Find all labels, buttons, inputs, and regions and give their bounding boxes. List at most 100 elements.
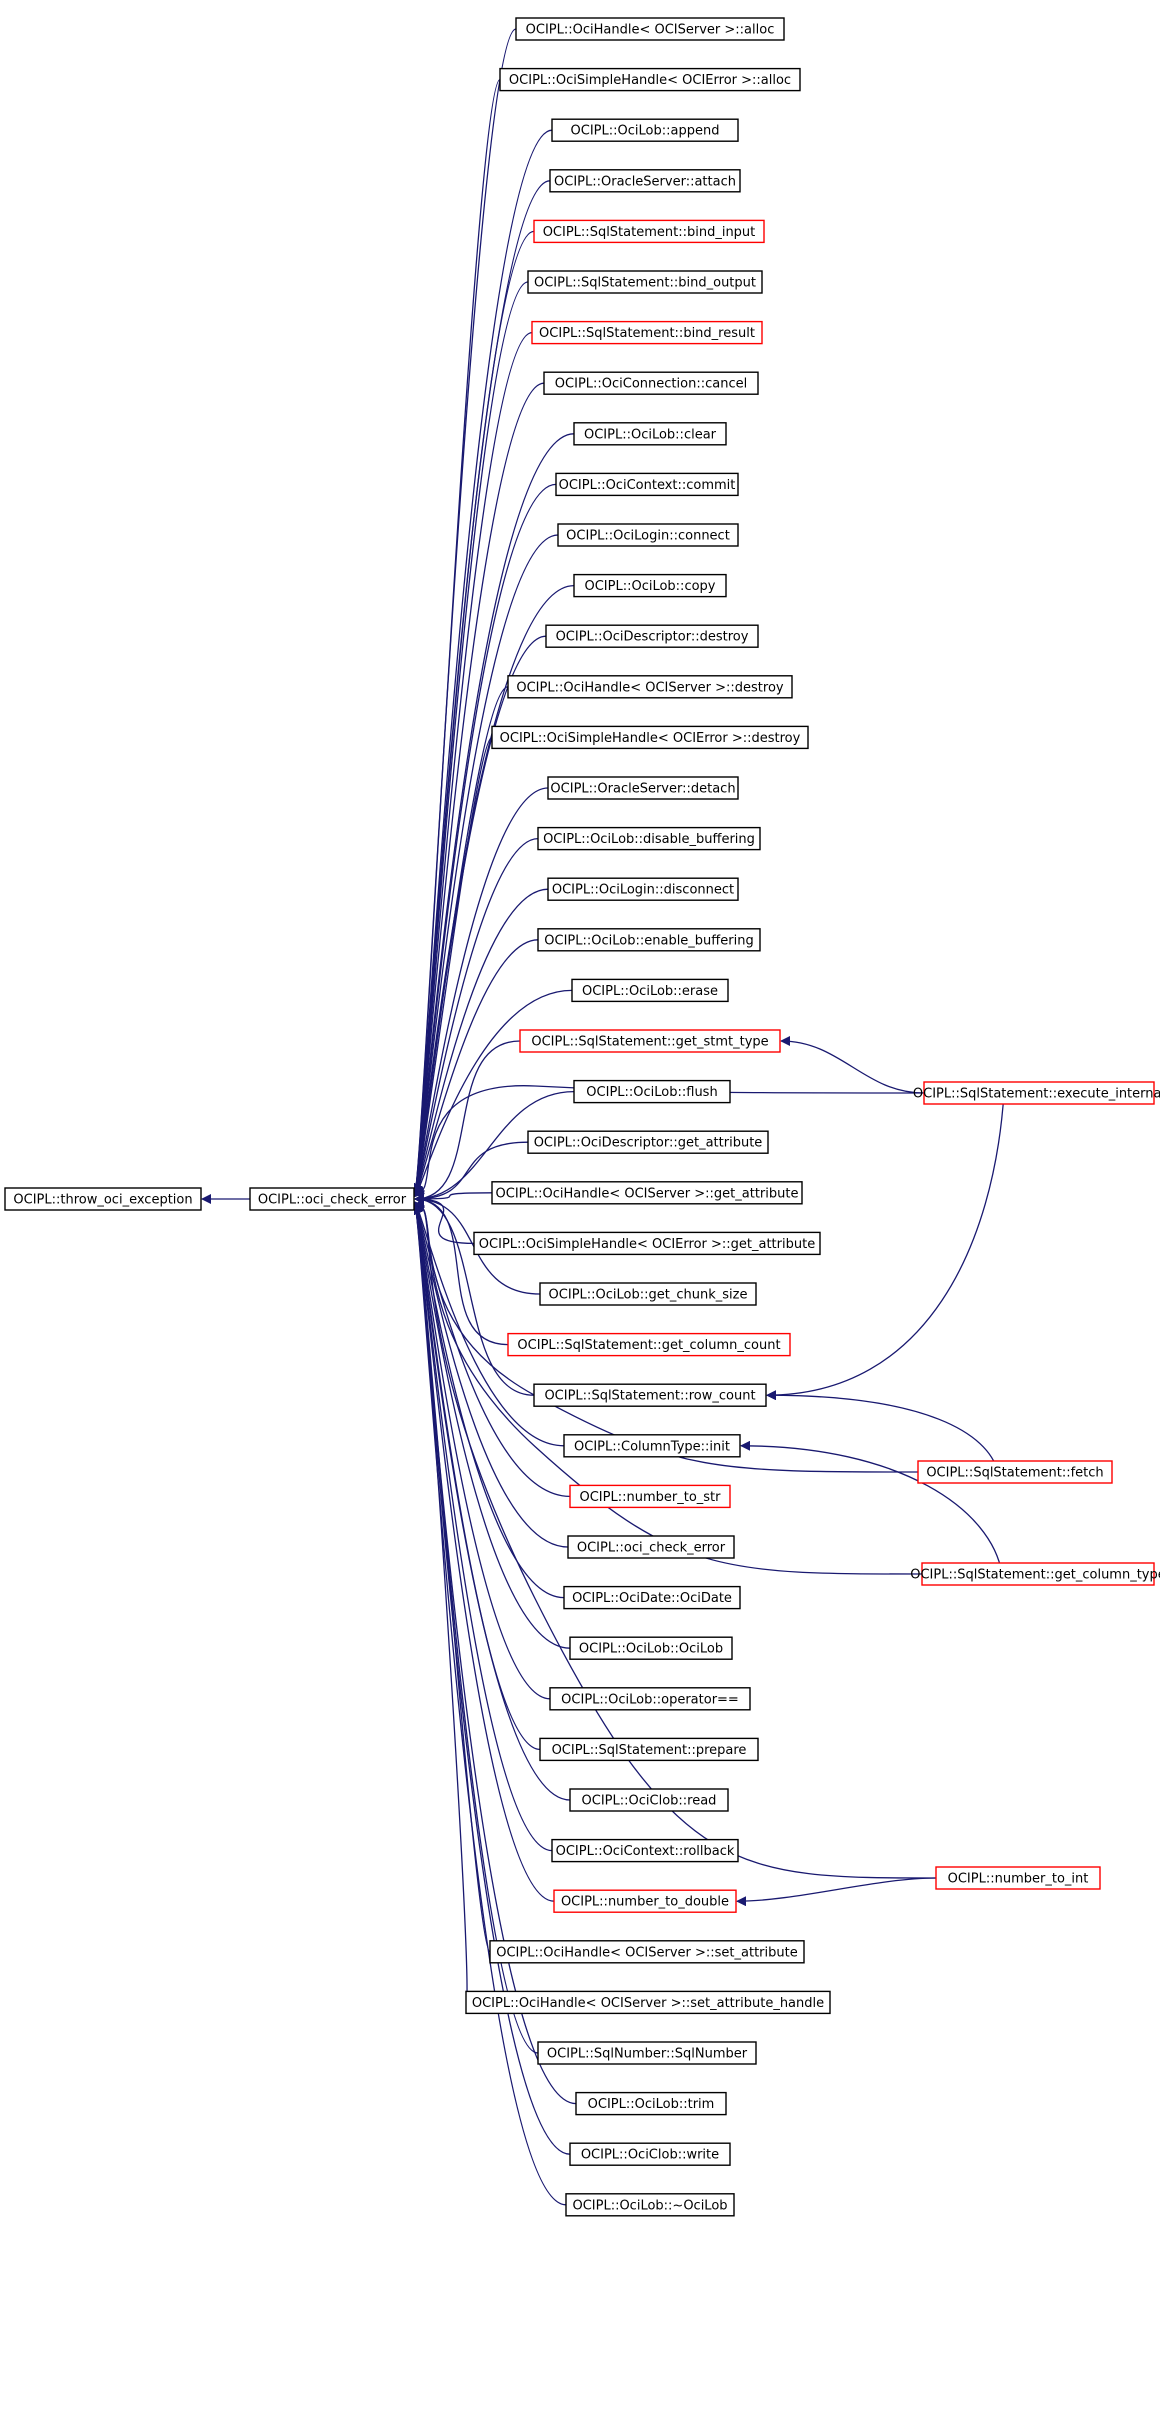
node-box-n18[interactable] <box>537 928 761 952</box>
node-box-root[interactable] <box>4 1187 202 1211</box>
node-n04[interactable]: OCIPL::SqlStatement::bind_input <box>533 219 765 244</box>
node-r_nti[interactable]: OCIPL::number_to_int <box>935 1866 1101 1890</box>
node-n29[interactable]: OCIPL::number_to_str <box>569 1484 731 1509</box>
node-box-n21[interactable] <box>573 1079 731 1104</box>
node-root[interactable]: OCIPL::throw_oci_exception <box>4 1187 202 1211</box>
node-n27[interactable]: OCIPL::SqlStatement::row_count <box>533 1383 767 1407</box>
node-n02[interactable]: OCIPL::OciLob::append <box>551 118 739 142</box>
node-box-n29[interactable] <box>569 1484 731 1509</box>
node-box-n01[interactable] <box>499 67 801 92</box>
node-n34[interactable]: OCIPL::SqlStatement::prepare <box>539 1737 759 1762</box>
node-box-n35[interactable] <box>569 1788 729 1812</box>
node-n17[interactable]: OCIPL::OciLogin::disconnect <box>547 877 739 901</box>
node-n36[interactable]: OCIPL::OciContext::rollback <box>551 1838 739 1863</box>
node-box-n37[interactable] <box>553 1889 737 1913</box>
node-n38[interactable]: OCIPL::OciHandle< OCIServer >::set_attri… <box>489 1940 805 1964</box>
node-n22[interactable]: OCIPL::OciDescriptor::get_attribute <box>527 1130 769 1154</box>
node-box-n27[interactable] <box>533 1383 767 1407</box>
node-box-n34[interactable] <box>539 1737 759 1762</box>
node-n32[interactable]: OCIPL::OciLob::OciLob <box>569 1636 733 1660</box>
node-n16[interactable]: OCIPL::OciLob::disable_buffering <box>537 826 761 851</box>
node-n31[interactable]: OCIPL::OciDate::OciDate <box>563 1585 741 1610</box>
node-n20[interactable]: OCIPL::SqlStatement::get_stmt_type <box>519 1029 781 1053</box>
node-n09[interactable]: OCIPL::OciContext::commit <box>555 472 739 497</box>
node-n18[interactable]: OCIPL::OciLob::enable_buffering <box>537 928 761 952</box>
node-box-n25[interactable] <box>539 1282 757 1306</box>
node-box-n00[interactable] <box>515 17 785 41</box>
node-box-n12[interactable] <box>545 624 759 648</box>
node-n01[interactable]: OCIPL::OciSimpleHandle< OCIError >::allo… <box>499 67 801 92</box>
node-box-n14[interactable] <box>491 725 809 750</box>
node-n35[interactable]: OCIPL::OciClob::read <box>569 1788 729 1812</box>
node-box-n28[interactable] <box>563 1434 741 1458</box>
node-box-n03[interactable] <box>549 169 741 193</box>
node-n03[interactable]: OCIPL::OracleServer::attach <box>549 169 741 193</box>
node-box-n02[interactable] <box>551 118 739 142</box>
node-box-n11[interactable] <box>573 573 727 598</box>
node-n11[interactable]: OCIPL::OciLob::copy <box>573 573 727 598</box>
node-n41[interactable]: OCIPL::OciLob::trim <box>575 2091 727 2116</box>
node-box-n31[interactable] <box>563 1585 741 1610</box>
node-box-n41[interactable] <box>575 2091 727 2116</box>
node-check[interactable]: OCIPL::oci_check_error <box>249 1187 415 1211</box>
node-box-n06[interactable] <box>531 320 763 345</box>
node-n13[interactable]: OCIPL::OciHandle< OCIServer >::destroy <box>507 675 793 699</box>
node-n42[interactable]: OCIPL::OciClob::write <box>569 2142 731 2166</box>
node-box-n24[interactable] <box>473 1231 821 1256</box>
node-box-n42[interactable] <box>569 2142 731 2166</box>
node-n25[interactable]: OCIPL::OciLob::get_chunk_size <box>539 1282 757 1306</box>
node-n33[interactable]: OCIPL::OciLob::operator== <box>549 1687 751 1711</box>
node-box-r_gct[interactable] <box>921 1562 1155 1586</box>
node-box-n43[interactable] <box>565 2193 735 2217</box>
node-n10[interactable]: OCIPL::OciLogin::connect <box>557 523 739 547</box>
node-box-n13[interactable] <box>507 675 793 699</box>
node-box-n40[interactable] <box>537 2041 757 2065</box>
node-box-n10[interactable] <box>557 523 739 547</box>
node-r_gct[interactable]: OCIPL::SqlStatement::get_column_type <box>910 1562 1160 1586</box>
node-n39[interactable]: OCIPL::OciHandle< OCIServer >::set_attri… <box>465 1990 831 2015</box>
node-n05[interactable]: OCIPL::SqlStatement::bind_output <box>527 270 763 294</box>
node-box-n19[interactable] <box>571 978 729 1003</box>
node-box-n20[interactable] <box>519 1029 781 1053</box>
node-box-n04[interactable] <box>533 219 765 244</box>
node-n15[interactable]: OCIPL::OracleServer::detach <box>547 776 739 800</box>
node-box-n05[interactable] <box>527 270 763 294</box>
node-box-n33[interactable] <box>549 1687 751 1711</box>
node-box-r_fetch[interactable] <box>917 1460 1113 1484</box>
node-n00[interactable]: OCIPL::OciHandle< OCIServer >::alloc <box>515 17 785 41</box>
node-box-n16[interactable] <box>537 826 761 851</box>
node-n12[interactable]: OCIPL::OciDescriptor::destroy <box>545 624 759 648</box>
node-n14[interactable]: OCIPL::OciSimpleHandle< OCIError >::dest… <box>491 725 809 750</box>
node-box-r_exec[interactable] <box>923 1081 1155 1105</box>
node-n37[interactable]: OCIPL::number_to_double <box>553 1889 737 1913</box>
node-n30[interactable]: OCIPL::oci_check_error <box>567 1535 735 1559</box>
node-n23[interactable]: OCIPL::OciHandle< OCIServer >::get_attri… <box>491 1181 803 1205</box>
node-box-n15[interactable] <box>547 776 739 800</box>
node-n28[interactable]: OCIPL::ColumnType::init <box>563 1434 741 1458</box>
node-box-n09[interactable] <box>555 472 739 497</box>
node-box-r_nti[interactable] <box>935 1866 1101 1890</box>
node-box-n22[interactable] <box>527 1130 769 1154</box>
node-n26[interactable]: OCIPL::SqlStatement::get_column_count <box>507 1332 791 1357</box>
node-n08[interactable]: OCIPL::OciLob::clear <box>573 422 727 446</box>
node-n07[interactable]: OCIPL::OciConnection::cancel <box>543 371 759 395</box>
node-n19[interactable]: OCIPL::OciLob::erase <box>571 978 729 1003</box>
node-n24[interactable]: OCIPL::OciSimpleHandle< OCIError >::get_… <box>473 1231 821 1256</box>
node-box-n07[interactable] <box>543 371 759 395</box>
node-box-n39[interactable] <box>465 1990 831 2015</box>
node-box-n08[interactable] <box>573 422 727 446</box>
node-box-n32[interactable] <box>569 1636 733 1660</box>
node-box-n36[interactable] <box>551 1838 739 1863</box>
node-r_fetch[interactable]: OCIPL::SqlStatement::fetch <box>917 1460 1113 1484</box>
node-r_exec[interactable]: OCIPL::SqlStatement::execute_internal <box>913 1081 1160 1105</box>
node-box-n23[interactable] <box>491 1181 803 1205</box>
node-n06[interactable]: OCIPL::SqlStatement::bind_result <box>531 320 763 345</box>
node-box-n30[interactable] <box>567 1535 735 1559</box>
node-box-n26[interactable] <box>507 1332 791 1357</box>
node-n40[interactable]: OCIPL::SqlNumber::SqlNumber <box>537 2041 757 2065</box>
node-box-n38[interactable] <box>489 1940 805 1964</box>
node-n43[interactable]: OCIPL::OciLob::~OciLob <box>565 2193 735 2217</box>
node-box-n17[interactable] <box>547 877 739 901</box>
node-n21[interactable]: OCIPL::OciLob::flush <box>573 1079 731 1104</box>
node-box-check[interactable] <box>249 1187 415 1211</box>
